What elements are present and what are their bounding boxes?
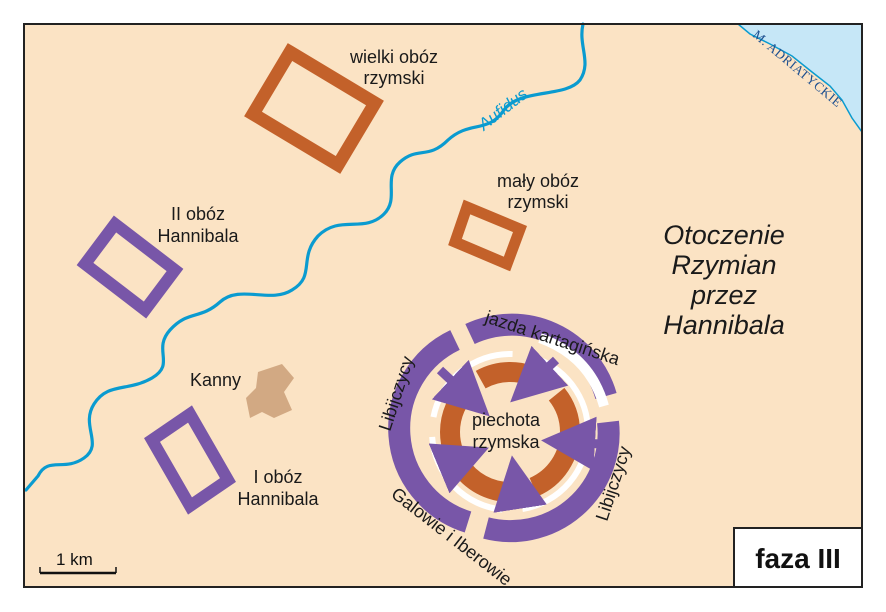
small-roman-camp-label-2: rzymski (508, 192, 569, 212)
kanny-town (246, 364, 294, 418)
attack-arrow-2 (510, 345, 569, 403)
map-border (23, 23, 863, 588)
attack-arrow-5 (493, 455, 547, 513)
carthaginian-cavalry-arc (465, 313, 617, 400)
cavalry-arc-inner-white (538, 333, 609, 408)
hannibal-camp-2-label-1: II obóz (171, 204, 225, 224)
map-title-line-2: Rzymian (671, 250, 776, 280)
big-roman-camp (244, 43, 384, 174)
map-title-line-3: przez (690, 280, 758, 310)
attack-arrow-3 (541, 416, 601, 471)
infantry-label-2: rzymska (473, 432, 541, 452)
infantry-label-1: piechota (472, 410, 541, 430)
hannibal-camp-2 (76, 215, 184, 319)
carthaginian-outer-ring-left (388, 330, 472, 533)
hannibal-camp-1-label-1: I obóz (253, 467, 302, 487)
map-title-line-1: Otoczenie (663, 220, 785, 250)
phase-label: faza III (755, 543, 841, 574)
hannibal-camp-2-label-2: Hannibala (157, 226, 239, 246)
small-roman-camp (448, 199, 527, 272)
attack-arrow-4 (428, 443, 489, 494)
big-roman-camp-label-2: rzymski (364, 68, 425, 88)
carthaginian-outer-ring-right (483, 420, 620, 543)
small-roman-camp-label-1: mały obóz (497, 171, 579, 191)
hannibal-camp-1 (144, 405, 236, 515)
big-roman-camp-label-1: wielki obóz (349, 47, 438, 67)
scale-label: 1 km (56, 550, 93, 569)
kanny-label: Kanny (190, 370, 241, 390)
river-aufidus (24, 22, 587, 492)
attack-arrow-1 (431, 359, 490, 417)
map-title-line-4: Hannibala (663, 310, 785, 340)
hannibal-camp-1-label-2: Hannibala (237, 489, 319, 509)
